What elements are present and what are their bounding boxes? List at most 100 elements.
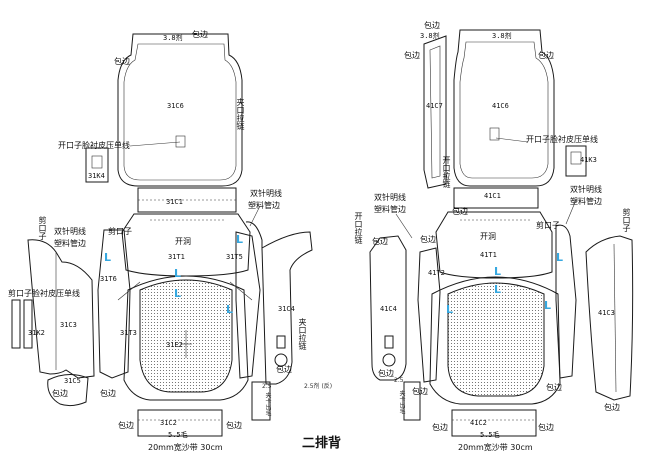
edge-top-right-left: 包边 — [404, 51, 420, 60]
code-31T6: 31T6 — [100, 275, 117, 283]
marker-R-4: L — [446, 303, 454, 316]
piece-41K3 — [565, 145, 587, 177]
edge-c-right: 包边 — [412, 387, 428, 396]
piece-31C6 — [117, 33, 243, 187]
zip-puller-left — [274, 353, 288, 367]
edge-d-right: 包边 — [546, 383, 562, 392]
code-31C2: 31C2 — [160, 419, 177, 427]
piece-41T1 — [435, 211, 553, 279]
code-31T3: 31T3 — [120, 329, 137, 337]
piece-41C3 — [585, 235, 634, 401]
edge-mid-left: 包边 — [276, 365, 292, 374]
side-bottom-left: 夹卡出毛 — [264, 392, 271, 416]
seam-top-left: 3.8剂 — [163, 34, 183, 42]
dim-25-note-left: 2.5剂 (反) — [304, 383, 333, 390]
code-41T2: 41T2 — [428, 269, 445, 277]
marker-L-1: L — [236, 233, 244, 246]
code-31C6: 31C6 — [167, 102, 184, 110]
code-31C5: 31C5 — [64, 377, 81, 385]
edge-top-right: 包边 — [424, 21, 440, 30]
code-31C3: 31C3 — [60, 321, 77, 329]
zip-puller-right — [382, 353, 396, 367]
marker-L-5: L — [226, 303, 234, 316]
edge-e-right: 包边 — [604, 403, 620, 412]
opening-note-left: 开口子脸衬皮压单线 — [58, 141, 130, 150]
opening-side-left: 剪口子脸衬皮压单线 — [8, 289, 80, 298]
piece-41C7 — [423, 35, 447, 189]
piece-31C2 — [137, 409, 223, 437]
code-41K3: 41K3 — [580, 156, 597, 164]
opening-note-right: 开口子脸衬皮压单线 — [526, 135, 598, 144]
edge-bottom-left: 包边 — [52, 389, 68, 398]
plastic-tube-left: 塑料管边 — [248, 201, 280, 210]
piece-31C5 — [47, 374, 89, 407]
code-31T1: 31T1 — [168, 253, 185, 261]
piece-31K4 — [85, 147, 109, 183]
code-31C1: 31C1 — [166, 198, 183, 206]
double-needle-right-left: 双针明线 — [374, 193, 406, 202]
double-needle-left: 双针明线 — [250, 189, 282, 198]
jian-kouzi-right-side: 剪口子 — [622, 208, 631, 232]
marker-L-2: L — [104, 251, 112, 264]
double-needle-left-side: 双针明线 — [54, 227, 86, 236]
piece-41T2 — [417, 247, 441, 383]
opening-marker — [175, 135, 186, 148]
code-31C4: 31C4 — [278, 305, 295, 313]
kaidong-left: 开洞 — [175, 237, 191, 246]
edge-c2-left-b: 包边 — [226, 421, 242, 430]
seam-top-right-a: 3.8剂 — [420, 32, 440, 40]
edge-top-left: 包边 — [192, 30, 208, 39]
piece-41C6 — [453, 29, 555, 187]
jian-kouzi-left: 剪口子 — [108, 227, 132, 236]
piece-41-inner — [447, 282, 545, 397]
double-needle-right: 双针明线 — [570, 185, 602, 194]
edge-c1-right: 包边 — [452, 207, 468, 216]
edge-left-right: 包边 — [420, 235, 436, 244]
edge-c2-left-a: 包边 — [118, 421, 134, 430]
belt-left: 20mm宽沙带 30cm — [148, 443, 223, 452]
marker-L-4: L — [174, 287, 182, 300]
code-31K4: 31K4 — [88, 172, 105, 180]
edge-c2-right-a: 包边 — [432, 423, 448, 432]
piece-31T5 — [235, 231, 261, 379]
opening-marker-right — [489, 127, 500, 141]
code-41C2: 41C2 — [470, 419, 487, 427]
piece-41C1 — [453, 187, 539, 209]
zip-left-right: 开口拉链 — [354, 212, 363, 244]
zip-vertical-right: 开口拉链 — [442, 156, 451, 188]
code-41C1: 41C1 — [484, 192, 501, 200]
edge-b-right: 包边 — [378, 369, 394, 378]
marker-R-2: L — [494, 265, 502, 278]
edge-top-right-right: 包边 — [538, 51, 554, 60]
edge-c2-right-b: 包边 — [538, 423, 554, 432]
edge-top-left-side: 包边 — [114, 57, 130, 66]
code-41C6: 41C6 — [492, 102, 509, 110]
plastic-tube-right: 塑料管边 — [570, 197, 602, 206]
marker-L-3: L — [174, 267, 182, 280]
code-41C3: 41C3 — [598, 309, 615, 317]
zip-vertical-left: 夹口拉链 — [236, 98, 245, 130]
code-41T1: 41T1 — [480, 251, 497, 259]
seam-bottom-right: 5.5毛 — [480, 431, 500, 439]
piece-31C3 — [27, 239, 95, 379]
code-31K2: 31K2 — [28, 329, 45, 337]
edge-c5-left: 包边 — [100, 389, 116, 398]
dim-25-left: 2.5 — [262, 383, 272, 390]
seam-top-right-b: 3.8剂 — [492, 32, 512, 40]
piece-31C4 — [261, 231, 313, 385]
code-31E2: 31E2 — [166, 341, 183, 349]
edge-a-right: 包边 — [372, 237, 388, 246]
marker-R-1: L — [556, 251, 564, 264]
belt-right: 20mm宽沙带 30cm — [458, 443, 533, 452]
piece-41C4 — [369, 235, 407, 381]
plastic-tube-left-side: 塑料管边 — [54, 239, 86, 248]
zip-right-left: 夹口拉链 — [298, 318, 307, 350]
kaidong-right: 开洞 — [480, 232, 496, 241]
plastic-tube-right-left: 塑料管边 — [374, 205, 406, 214]
piece-31K2-a — [11, 299, 21, 349]
code-31T5: 31T5 — [226, 253, 243, 261]
piece-41C2 — [451, 409, 537, 437]
dim-25-right: 2.5 — [394, 377, 404, 384]
